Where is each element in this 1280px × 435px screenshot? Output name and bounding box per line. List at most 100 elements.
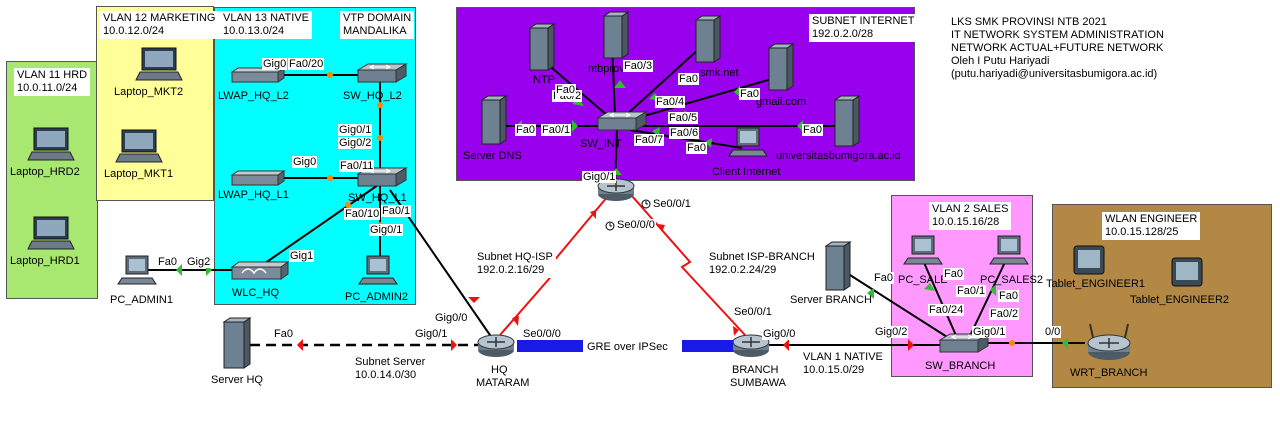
device-label: HQ bbox=[491, 364, 508, 376]
title-line-5: (putu.hariyadi@universitasbumigora.ac.id… bbox=[951, 68, 1158, 80]
laptop-icon[interactable] bbox=[115, 129, 163, 163]
switch-icon[interactable] bbox=[356, 63, 408, 83]
device-label: universitasbumigora.ac.id bbox=[776, 150, 901, 162]
wireless-controller-icon[interactable] bbox=[230, 261, 290, 280]
access-point-icon[interactable] bbox=[230, 170, 286, 186]
server-icon[interactable] bbox=[767, 43, 795, 91]
link-swint-gmail bbox=[629, 77, 776, 121]
port-indicator bbox=[572, 98, 584, 106]
tablet-icon[interactable] bbox=[1073, 245, 1105, 275]
switch-icon[interactable] bbox=[356, 167, 408, 187]
vtp-name: VTP DOMAIN bbox=[343, 12, 412, 24]
server-icon[interactable] bbox=[824, 241, 852, 291]
port-label: Fa0/4 bbox=[655, 96, 686, 108]
port-label: Se0/0/0 bbox=[616, 219, 656, 231]
title-line-2: IT NETWORK SYSTEM ADMINISTRATION bbox=[951, 29, 1164, 41]
port-label: Fa0/1 bbox=[541, 124, 572, 136]
engineer-label: WLAN ENGINEER 10.0.15.128/25 bbox=[1102, 212, 1201, 240]
server-icon[interactable] bbox=[222, 317, 252, 369]
port-label: Fa0/6 bbox=[669, 127, 700, 139]
title-box: LKS SMK PROVINSI NTB 2021 IT NETWORK SYS… bbox=[947, 14, 1168, 83]
device-label: Tablet_ENGINEER1 bbox=[1046, 278, 1146, 290]
server-icon[interactable] bbox=[694, 15, 722, 63]
subnet-native1-label: VLAN 1 NATIVE 10.0.15.0/29 bbox=[800, 350, 886, 378]
laptop-icon[interactable] bbox=[135, 47, 183, 81]
router-icon[interactable] bbox=[477, 334, 515, 357]
clock-icon bbox=[605, 221, 615, 231]
server-icon[interactable] bbox=[480, 95, 508, 145]
device-label: Server HQ bbox=[211, 374, 263, 386]
port-label: Gig0/0 bbox=[434, 312, 469, 324]
port-indicator bbox=[512, 316, 519, 326]
subnet-hq-isp-label: Subnet HQ-ISP 192.0.2.16/29 bbox=[474, 250, 556, 278]
port-indicator bbox=[924, 283, 935, 291]
link-serverbranch-swbranch bbox=[849, 274, 956, 343]
port-label: 0/0 bbox=[1044, 326, 1062, 338]
port-indicator bbox=[377, 135, 383, 141]
subnet-isp-branch-name: Subnet ISP-BRANCH bbox=[709, 251, 815, 263]
subnet-server-name: Subnet Server bbox=[355, 356, 426, 368]
port-label: Gig0/0 bbox=[762, 328, 797, 340]
device-label: gmail.com bbox=[756, 96, 807, 108]
link-swint-smk bbox=[624, 47, 701, 117]
server-icon[interactable] bbox=[528, 23, 556, 71]
sales-name: VLAN 2 SALES bbox=[932, 203, 1009, 215]
port-label: Gig0/2 bbox=[874, 326, 909, 338]
port-label: Fa0 bbox=[555, 84, 576, 96]
port-label: Fa0/2 bbox=[989, 308, 1020, 320]
port-indicator bbox=[468, 297, 480, 303]
router-icon[interactable] bbox=[732, 334, 770, 357]
port-indicator bbox=[176, 264, 182, 276]
port-indicator bbox=[572, 120, 578, 132]
server-icon[interactable] bbox=[602, 11, 630, 59]
wireless-router-icon[interactable] bbox=[1087, 323, 1131, 360]
port-label: Fa0 bbox=[739, 88, 760, 100]
title-line-1: LKS SMK PROVINSI NTB 2021 bbox=[951, 16, 1107, 28]
device-label: PC_SALES2 bbox=[980, 274, 1043, 286]
server-icon[interactable] bbox=[833, 95, 861, 147]
vlan11-name: VLAN 11 HRD bbox=[17, 69, 88, 81]
port-label: Gig0/1 bbox=[338, 124, 373, 136]
port-label: Fa0/1 bbox=[956, 285, 987, 297]
gre-label: GRE over IPSec bbox=[584, 340, 671, 355]
port-label: Gig2 bbox=[186, 256, 212, 268]
sales-label: VLAN 2 SALES 10.0.15.16/28 bbox=[929, 202, 1012, 230]
vtp-domain: MANDALIKA bbox=[343, 25, 407, 37]
device-label: Server BRANCH bbox=[790, 294, 872, 306]
subnet-hq-isp-net: 192.0.2.16/29 bbox=[477, 264, 545, 276]
port-indicator bbox=[451, 339, 457, 351]
switch-icon[interactable] bbox=[596, 111, 648, 131]
port-label: Fa0 bbox=[686, 142, 707, 154]
pc-icon[interactable] bbox=[358, 255, 398, 285]
port-label: Gig0/1 bbox=[369, 224, 404, 236]
pc-icon[interactable] bbox=[989, 235, 1029, 265]
pc-icon[interactable] bbox=[728, 127, 768, 157]
port-indicator bbox=[1009, 340, 1015, 346]
device-label: NTP bbox=[533, 74, 555, 86]
device-label: SW_HQ_L2 bbox=[343, 90, 402, 102]
pc-icon[interactable] bbox=[903, 235, 943, 265]
port-label: Gig0 bbox=[262, 58, 288, 70]
device-label: WRT_BRANCH bbox=[1070, 367, 1148, 379]
device-label: LWAP_HQ_L1 bbox=[218, 189, 289, 201]
laptop-icon[interactable] bbox=[27, 216, 75, 250]
port-indicator bbox=[733, 326, 739, 336]
access-point-icon[interactable] bbox=[230, 67, 286, 83]
vlan11-label: VLAN 11 HRD 10.0.11.0/24 bbox=[14, 68, 91, 96]
tablet-icon[interactable] bbox=[1171, 257, 1203, 287]
port-label: Fa0 bbox=[515, 124, 536, 136]
port-label: Fa0 bbox=[273, 328, 294, 340]
subnet-isp-branch-label: Subnet ISP-BRANCH 192.0.2.24/29 bbox=[706, 250, 818, 278]
device-label: Tablet_ENGINEER2 bbox=[1130, 294, 1230, 306]
port-indicator bbox=[783, 339, 789, 351]
device-label: Laptop_HRD2 bbox=[10, 166, 80, 178]
port-label: Fa0/11 bbox=[339, 160, 375, 172]
device-label: LWAP_HQ_L2 bbox=[218, 90, 289, 102]
port-label: Se0/0/1 bbox=[733, 306, 773, 318]
device-label: PC_ADMIN1 bbox=[110, 294, 173, 306]
pc-icon[interactable] bbox=[117, 255, 157, 285]
port-label: Fa0/1 bbox=[381, 205, 412, 217]
laptop-icon[interactable] bbox=[27, 127, 75, 161]
port-label: Fa0 bbox=[157, 256, 178, 268]
